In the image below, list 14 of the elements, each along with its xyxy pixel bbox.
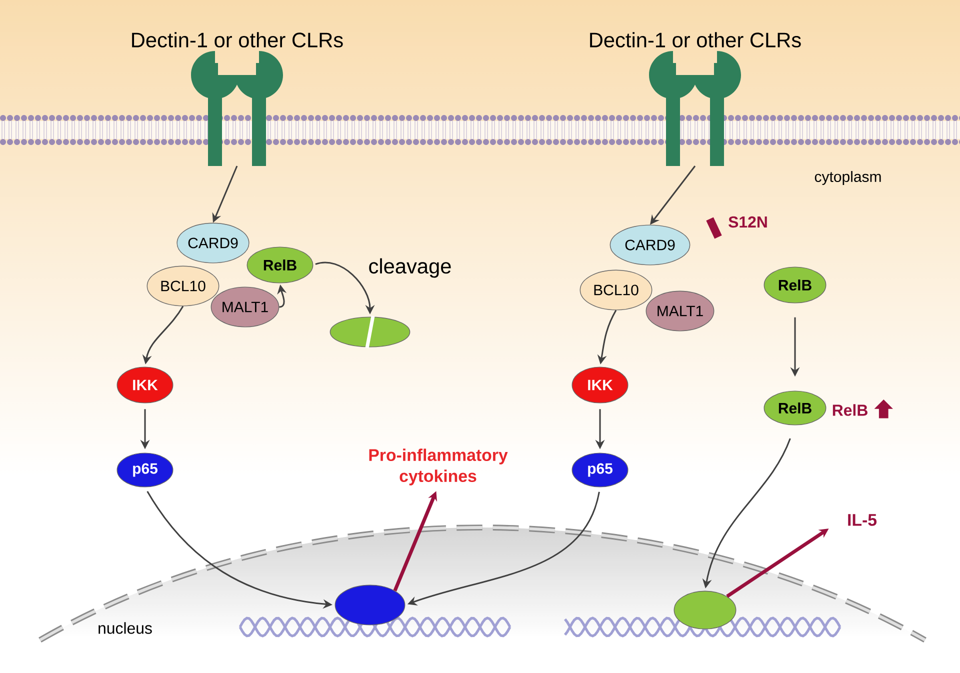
node-label: Dectin-1 or other CLRs: [132, 32, 343, 48]
cleaved-protein: [330, 316, 410, 348]
edge-label: cleavage: [369, 258, 451, 278]
output-label: IL-5: [848, 514, 877, 526]
output-label: Pro-inflammatory cytokines: [369, 448, 508, 486]
region-label: cytoplasm: [814, 171, 881, 185]
node-label: Dectin-1 or other CLRs: [590, 32, 801, 48]
bound-protein: [334, 584, 406, 626]
receptor-drawing: Dectin-1 or other CLRs: [590, 32, 801, 166]
side-label: S12N: [728, 216, 767, 228]
bound-protein: [674, 590, 736, 630]
region-label: nucleus: [98, 622, 152, 634]
side-label: RelB: [832, 404, 868, 416]
receptor-drawing: Dectin-1 or other CLRs: [132, 32, 343, 166]
